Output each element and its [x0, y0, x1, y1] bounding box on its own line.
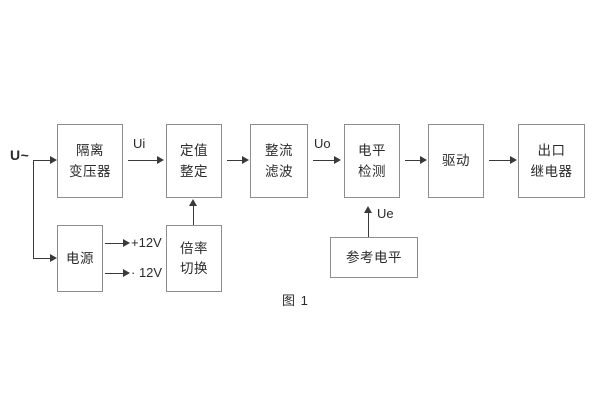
block-isolation-transformer-line1: 隔离: [76, 143, 104, 158]
block-level-detect-line1: 电平: [358, 143, 386, 158]
power-pos12v-line: [105, 243, 124, 245]
figure-caption: 图 1: [282, 293, 309, 308]
driver-to-relay-arrowhead: [510, 156, 517, 164]
level-to-driver-line: [405, 160, 421, 162]
level-to-driver-arrowhead: [420, 156, 427, 164]
setting-to-rectify-arrowhead: [242, 156, 249, 164]
block-isolation-transformer[interactable]: 隔离 变压器: [57, 124, 123, 198]
block-multiplier-switch-line1: 倍率: [180, 240, 208, 256]
input-to-transformer-arrowhead: [50, 156, 57, 164]
block-level-detect[interactable]: 电平 检测: [344, 124, 400, 198]
block-driver-line1: 驱动: [442, 153, 470, 169]
block-isolation-transformer-line2: 变压器: [69, 163, 111, 179]
block-rectify-filter-line2: 滤波: [265, 163, 293, 179]
input-to-power-arrowhead: [50, 254, 57, 262]
power-neg12v-arrowhead: [123, 269, 130, 277]
block-power-supply-line1: 电源: [66, 250, 94, 266]
signal-label-ue: Ue: [377, 206, 394, 221]
power-pos12v-arrowhead: [123, 239, 130, 247]
block-setting-adjust-line1: 定值: [180, 143, 208, 158]
power-neg12v-line: [105, 273, 124, 275]
block-output-relay-line2: 继电器: [530, 163, 573, 179]
block-setting-adjust-line2: 整定: [180, 163, 208, 179]
block-power-supply[interactable]: 电源: [57, 225, 103, 292]
reference-to-level-arrowhead: [364, 206, 372, 213]
signal-label-pos12v: +12V: [131, 235, 162, 250]
block-multiplier-switch[interactable]: 倍率 切换: [166, 225, 222, 292]
setting-to-rectify-line: [227, 160, 243, 162]
input-to-transformer-line: [33, 160, 51, 162]
block-rectify-filter[interactable]: 整流 滤波: [250, 124, 308, 198]
multiplier-to-setting-line: [193, 206, 195, 225]
multiplier-to-setting-arrowhead: [189, 199, 197, 206]
signal-label-input: U~: [10, 147, 30, 163]
transformer-to-setting-line: [128, 160, 158, 162]
block-reference-level-line1: 参考电平: [346, 249, 402, 265]
block-output-relay[interactable]: 出口 继电器: [518, 124, 585, 198]
block-rectify-filter-line1: 整流: [265, 143, 293, 158]
reference-to-level-line: [368, 213, 370, 237]
rectify-to-level-arrowhead: [334, 156, 341, 164]
input-trunk-line: [33, 160, 35, 259]
signal-label-uo: Uo: [314, 136, 331, 151]
block-output-relay-line1: 出口: [537, 143, 566, 158]
signal-label-neg12v: · 12V: [131, 265, 163, 280]
block-setting-adjust[interactable]: 定值 整定: [166, 124, 222, 198]
block-level-detect-line2: 检测: [358, 163, 386, 179]
block-reference-level[interactable]: 参考电平: [330, 237, 418, 278]
block-driver[interactable]: 驱动: [428, 124, 484, 198]
rectify-to-level-line: [313, 160, 335, 162]
input-to-power-line: [33, 258, 51, 260]
transformer-to-setting-arrowhead: [157, 156, 164, 164]
signal-label-ui: Ui: [133, 136, 146, 151]
block-multiplier-switch-line2: 切换: [180, 261, 208, 276]
driver-to-relay-line: [489, 160, 511, 162]
